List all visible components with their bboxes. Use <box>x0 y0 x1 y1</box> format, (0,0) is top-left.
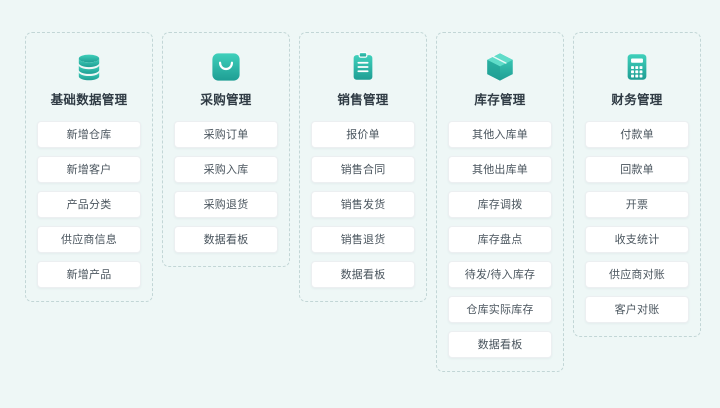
module-item-button[interactable]: 销售合同 <box>311 155 415 183</box>
module-item-button[interactable]: 采购退货 <box>174 190 278 218</box>
module-item-list: 采购订单采购入库采购退货数据看板 <box>174 120 278 253</box>
module-item-list: 其他入库单其他出库单库存调拨库存盘点待发/待入库存仓库实际库存数据看板 <box>448 120 552 358</box>
module-column-finance-management: 财务管理付款单回款单开票收支统计供应商对账客户对账 <box>573 32 701 337</box>
module-item-button[interactable]: 新增客户 <box>37 155 141 183</box>
module-item-button[interactable]: 库存盘点 <box>448 225 552 253</box>
module-item-button[interactable]: 数据看板 <box>174 225 278 253</box>
module-column-title: 基础数据管理 <box>50 93 128 107</box>
module-item-button[interactable]: 采购入库 <box>174 155 278 183</box>
calculator-icon <box>620 45 654 94</box>
shopping-bag-icon <box>209 45 243 94</box>
module-item-button[interactable]: 销售退货 <box>311 225 415 253</box>
module-item-button[interactable]: 新增产品 <box>37 260 141 288</box>
database-icon <box>72 45 106 94</box>
module-item-button[interactable]: 数据看板 <box>311 260 415 288</box>
module-item-button[interactable]: 销售发货 <box>311 190 415 218</box>
module-item-button[interactable]: 其他出库单 <box>448 155 552 183</box>
module-item-button[interactable]: 新增仓库 <box>37 120 141 148</box>
module-item-button[interactable]: 其他入库单 <box>448 120 552 148</box>
module-column-inventory-management: 库存管理其他入库单其他出库单库存调拨库存盘点待发/待入库存仓库实际库存数据看板 <box>436 32 564 372</box>
module-column-title: 销售管理 <box>337 93 389 107</box>
box-icon <box>483 45 517 94</box>
module-column-sales-management: 销售管理报价单销售合同销售发货销售退货数据看板 <box>299 32 427 302</box>
module-item-button[interactable]: 产品分类 <box>37 190 141 218</box>
module-column-title: 财务管理 <box>611 93 663 107</box>
module-item-button[interactable]: 付款单 <box>585 120 689 148</box>
module-item-button[interactable]: 开票 <box>585 190 689 218</box>
module-column-basic-data-management: 基础数据管理新增仓库新增客户产品分类供应商信息新增产品 <box>25 32 153 302</box>
module-item-list: 报价单销售合同销售发货销售退货数据看板 <box>311 120 415 288</box>
module-item-button[interactable]: 待发/待入库存 <box>448 260 552 288</box>
module-column-title: 库存管理 <box>474 93 526 107</box>
module-column-purchase-management: 采购管理采购订单采购入库采购退货数据看板 <box>162 32 290 267</box>
module-item-list: 新增仓库新增客户产品分类供应商信息新增产品 <box>37 120 141 288</box>
module-item-button[interactable]: 库存调拨 <box>448 190 552 218</box>
module-item-button[interactable]: 客户对账 <box>585 295 689 323</box>
module-column-title: 采购管理 <box>200 93 252 107</box>
clipboard-icon <box>346 45 380 94</box>
module-item-button[interactable]: 数据看板 <box>448 330 552 358</box>
module-item-button[interactable]: 供应商对账 <box>585 260 689 288</box>
module-item-button[interactable]: 供应商信息 <box>37 225 141 253</box>
module-item-list: 付款单回款单开票收支统计供应商对账客户对账 <box>585 120 689 323</box>
module-item-button[interactable]: 仓库实际库存 <box>448 295 552 323</box>
module-item-button[interactable]: 报价单 <box>311 120 415 148</box>
module-item-button[interactable]: 收支统计 <box>585 225 689 253</box>
module-item-button[interactable]: 回款单 <box>585 155 689 183</box>
module-item-button[interactable]: 采购订单 <box>174 120 278 148</box>
